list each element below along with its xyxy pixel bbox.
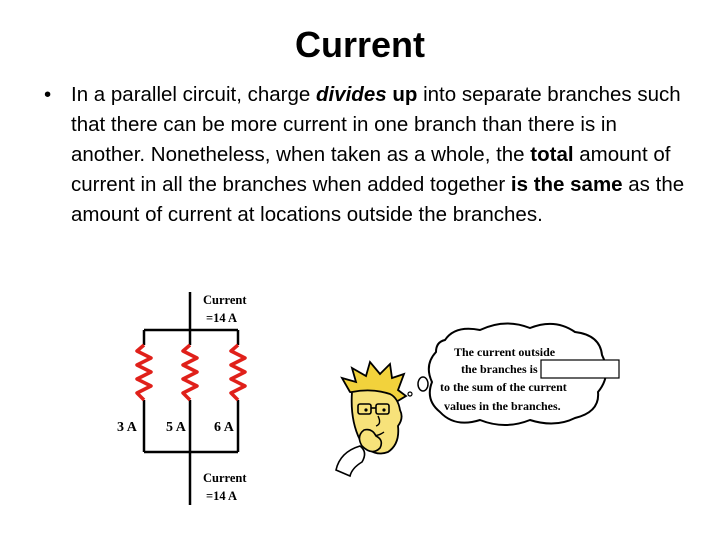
circuit-diagram: [142, 292, 240, 505]
bullet-run-bold: up: [392, 83, 418, 106]
nose: [375, 415, 381, 427]
resistor-branch-2: [181, 343, 199, 402]
bottom-current-label-line2: =14 A: [206, 489, 237, 503]
bullet-marker: •: [44, 83, 52, 106]
thought-bubble: The current outside the branches is to t…: [407, 322, 620, 426]
bubble-line-3: to the sum of the current: [440, 380, 567, 394]
thought-trail-dot-small: [407, 391, 413, 397]
branch-label-1: 3 A: [117, 420, 138, 435]
bullet-run-bold: is the same: [510, 173, 623, 196]
bubble-line-2: the branches is: [461, 362, 538, 376]
resistor-branch-1: [135, 343, 153, 402]
right-eye: [382, 408, 386, 412]
top-current-label-line1: Current: [203, 293, 247, 307]
bullet-text: In a parallel circuit, charge divides up…: [71, 80, 694, 230]
bullet-point: • In a parallel circuit, charge divides …: [44, 80, 694, 230]
branch-label-2: 5 A: [166, 420, 187, 435]
arm: [335, 445, 366, 478]
bullet-run-emphasis: divides: [315, 83, 387, 106]
thought-trail-dot-large: [417, 376, 429, 392]
thinking-person-icon: [335, 360, 408, 478]
top-current-label-line2: =14 A: [206, 311, 237, 325]
left-eye: [364, 408, 368, 412]
branch-label-3: 6 A: [214, 420, 235, 435]
cloud-outline: [427, 322, 608, 426]
bullet-run: In a parallel circuit, charge: [71, 83, 316, 106]
bubble-line-4: values in the branches.: [444, 399, 561, 413]
glasses-left-lens: [357, 403, 372, 415]
bullet-run-bold: total: [530, 143, 574, 166]
bullet-run: as the amount of current at locations ou…: [71, 173, 685, 226]
glasses-right-lens: [375, 403, 390, 415]
bullet-run: into separate branches such that there c…: [71, 83, 681, 166]
resistors: [135, 343, 247, 402]
slide-title: Current: [294, 24, 425, 65]
hand-on-chin: [358, 428, 383, 453]
bottom-current-label-line1: Current: [203, 471, 247, 485]
bubble-line-1: The current outside: [454, 345, 556, 359]
resistor-branch-3: [229, 343, 247, 402]
bullet-run: amount of current in all the branches wh…: [71, 143, 671, 196]
blank-answer-box: [540, 359, 620, 379]
